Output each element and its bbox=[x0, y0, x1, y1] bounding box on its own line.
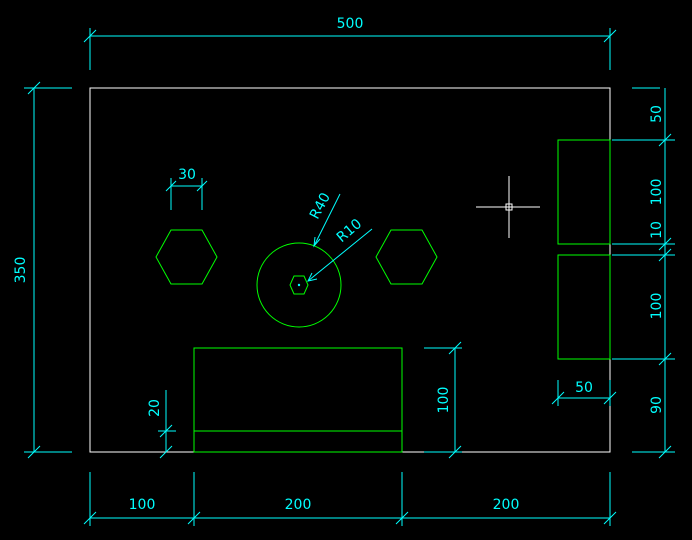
dim-right-box2: 100 bbox=[649, 293, 665, 320]
dim-hex-width: 30 bbox=[178, 167, 196, 183]
dim-left-height: 350 bbox=[13, 257, 29, 284]
dim-bottom-right: 200 bbox=[493, 497, 520, 513]
dim-right-gap: 10 bbox=[649, 221, 665, 239]
right-hexagon bbox=[375, 229, 438, 285]
left-hexagon bbox=[155, 229, 218, 285]
outer-circle bbox=[256, 242, 342, 328]
inner-hexagon bbox=[289, 275, 309, 295]
dim-bottom-left: 100 bbox=[129, 497, 156, 513]
dim-right-bottom: 90 bbox=[649, 396, 665, 414]
dim-right-top: 50 bbox=[649, 105, 665, 123]
right-upper-box bbox=[557, 139, 611, 245]
geometry-layer bbox=[155, 139, 611, 453]
dim-right-box1: 100 bbox=[649, 179, 665, 206]
right-lower-box bbox=[557, 254, 611, 360]
bottom-rectangle bbox=[193, 347, 403, 453]
circle-center-point bbox=[297, 283, 301, 287]
dim-rect-height: 100 bbox=[436, 387, 452, 414]
dim-box-width: 50 bbox=[575, 380, 593, 396]
dim-strip-height: 20 bbox=[147, 399, 163, 417]
dim-top-width: 500 bbox=[337, 16, 364, 32]
crosshair-cursor-icon[interactable] bbox=[476, 176, 540, 238]
dimension-layer bbox=[24, 28, 675, 526]
dim-bottom-middle: 200 bbox=[285, 497, 312, 513]
